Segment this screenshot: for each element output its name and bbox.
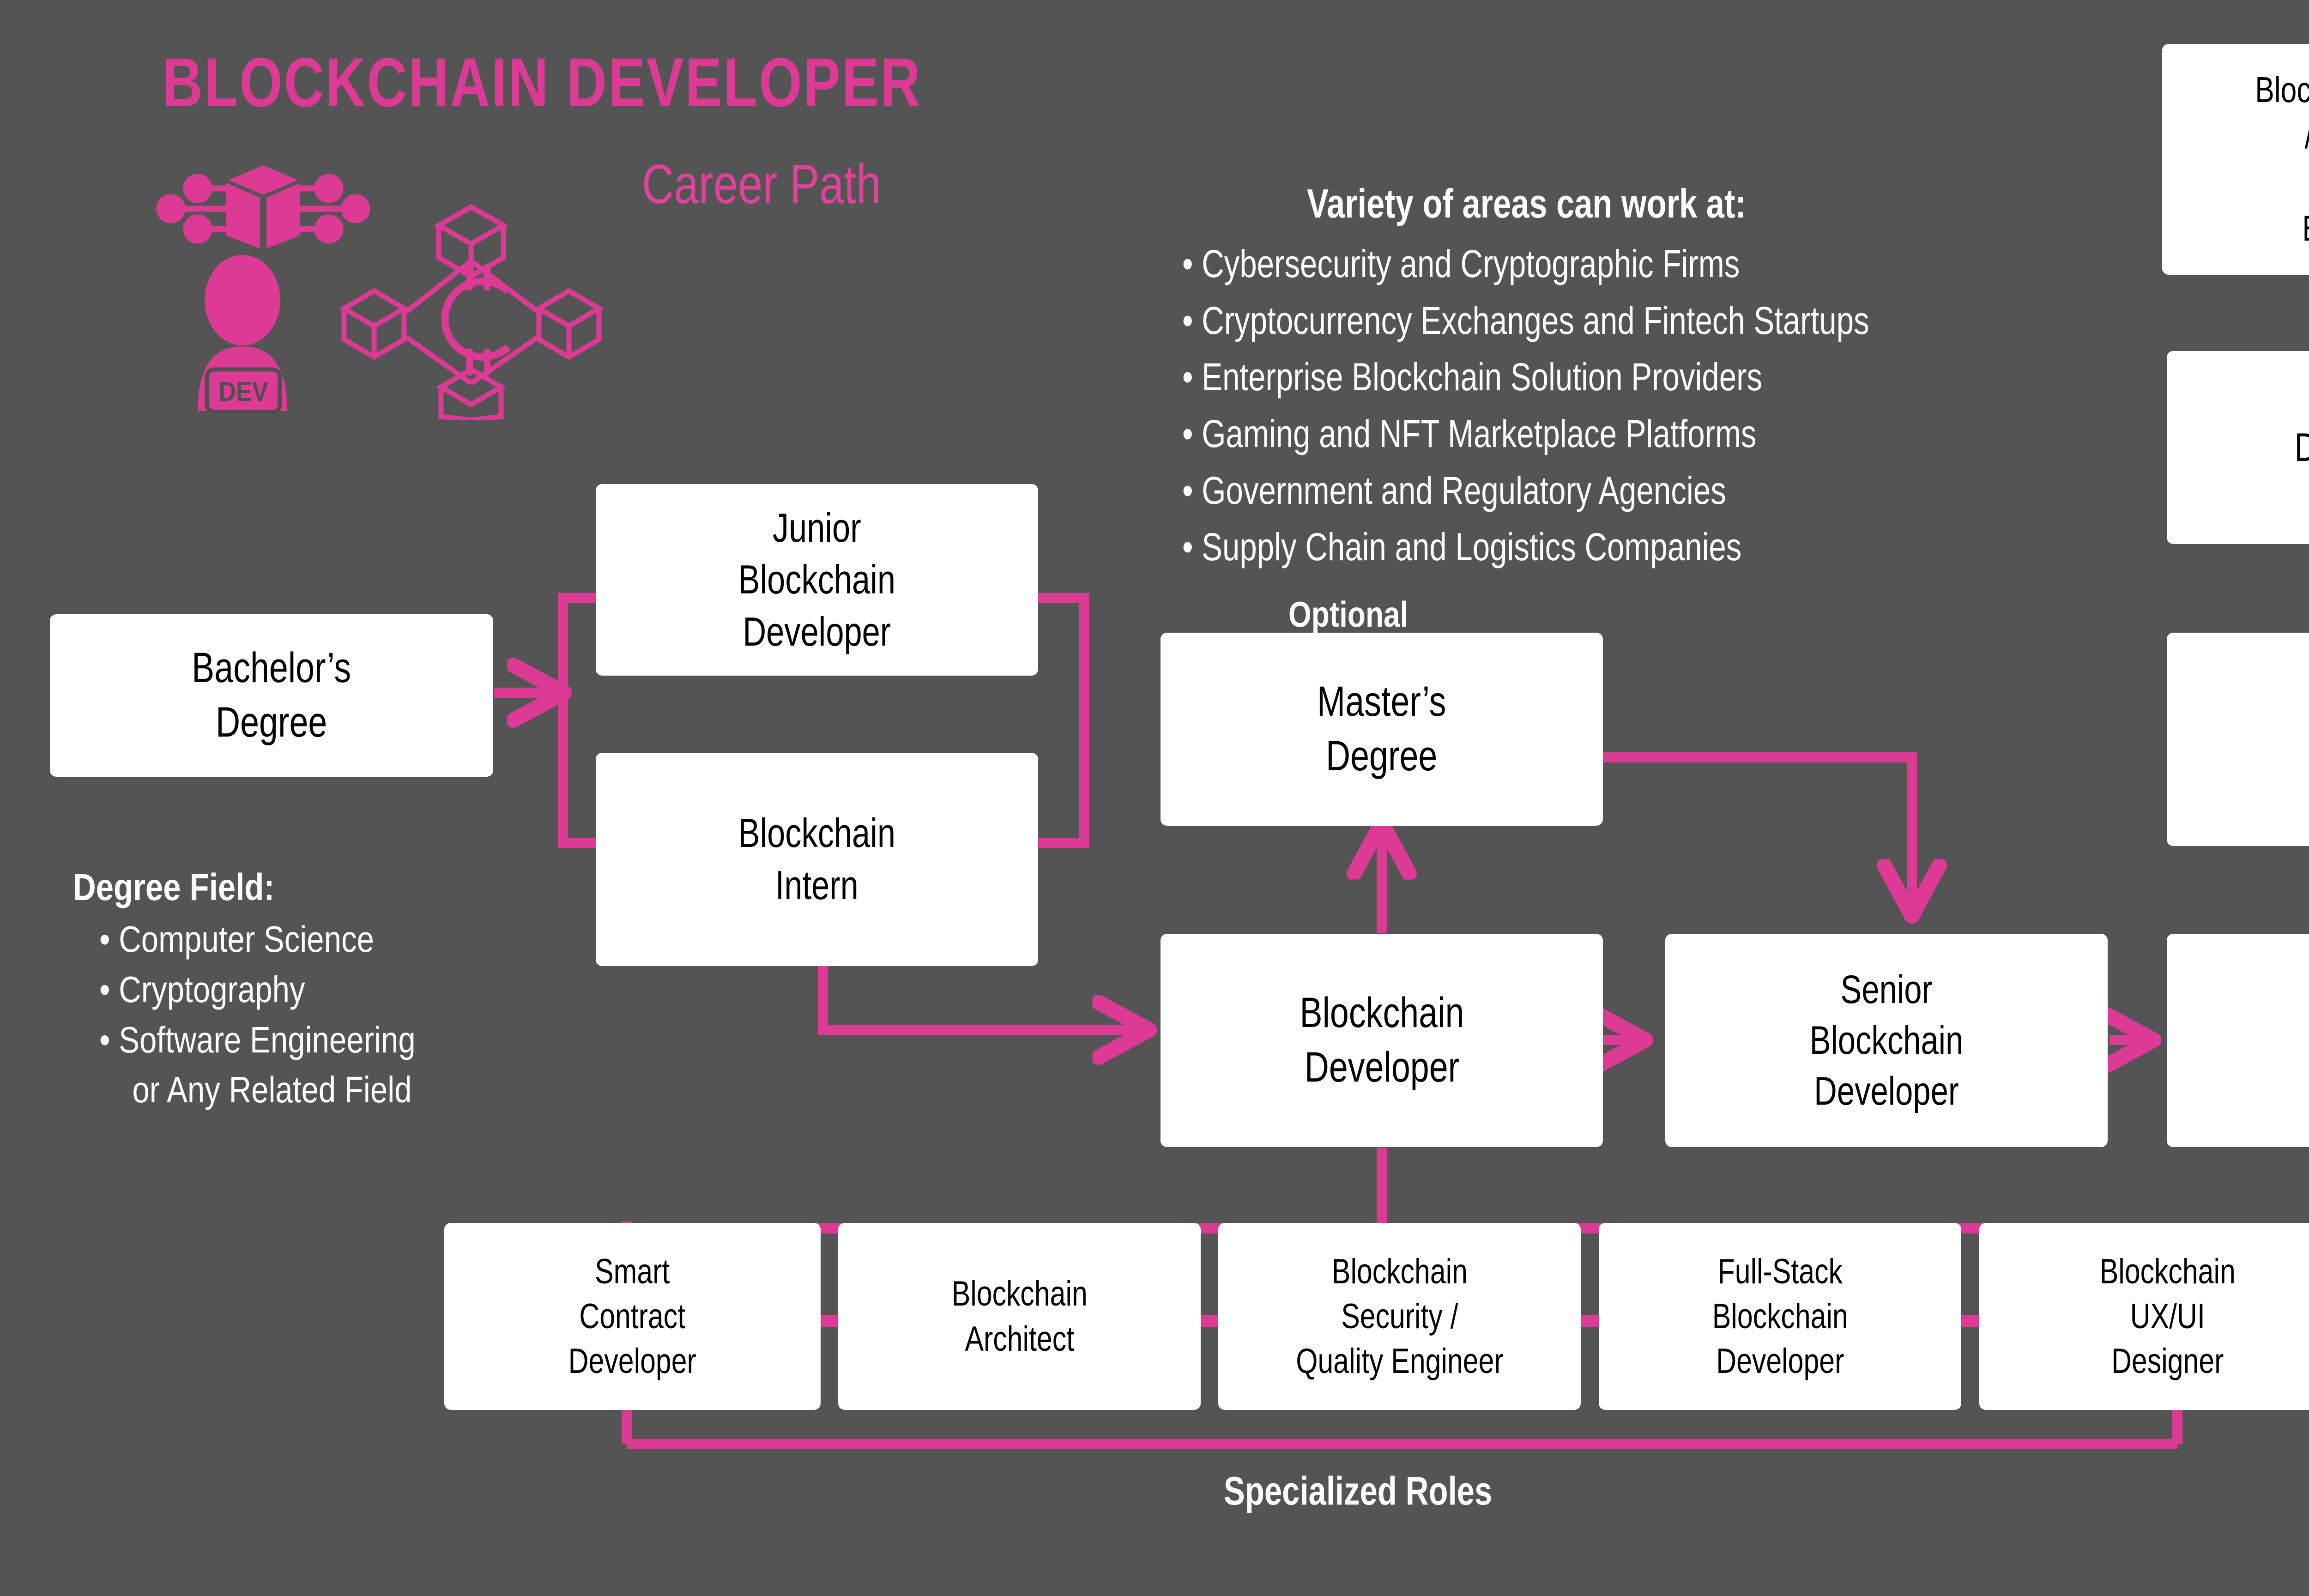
node-blockchain-development-manager[interactable]: Blockchain Development Manager (2167, 351, 2309, 544)
node-label: Smart Contract Developer (568, 1251, 697, 1381)
list-item: Cryptocurrency Exchanges and Fintech Sta… (1182, 292, 2069, 349)
list-item: Government and Regulatory Agencies (1182, 462, 2069, 519)
specialized-roles-label: Specialized Roles (1224, 1469, 1493, 1513)
node-blockchain-director[interactable]: Blockchain Director / Director of Blockc… (2162, 44, 2309, 275)
areas-list: Cybersecurity and Cryptographic Firms Cr… (1182, 236, 2291, 575)
svg-text:DEV: DEV (218, 376, 268, 406)
node-label: Blockchain Architect (951, 1274, 1088, 1359)
node-label: Blockchain Developer (1300, 989, 1464, 1091)
node-label: Blockchain Intern (738, 810, 896, 908)
node-label: Master’s Degree (1317, 678, 1446, 780)
node-bachelors-degree[interactable]: Bachelor’s Degree (50, 614, 493, 777)
node-blockchain-security-quality-engineer[interactable]: Blockchain Security / Quality Engineer (1218, 1223, 1581, 1410)
node-label: Blockchain Security / Quality Engineer (1295, 1251, 1504, 1381)
node-label: Blockchain Development Manager (2294, 371, 2309, 524)
node-label: Junior Blockchain Developer (738, 504, 896, 654)
node-smart-contract-developer[interactable]: Smart Contract Developer (444, 1223, 821, 1410)
node-blockchain-security-specialist[interactable]: Blockchain Security Specialist (2167, 633, 2309, 846)
node-blockchain-developer[interactable]: Blockchain Developer (1161, 934, 1603, 1147)
node-label: Blockchain UX/UI Designer (2099, 1251, 2236, 1381)
node-label: Blockchain Director / Director of Blockc… (2255, 69, 2309, 248)
list-item: Software Engineering (99, 1015, 604, 1065)
list-item: Cybersecurity and Cryptographic Firms (1182, 236, 2069, 292)
node-fullstack-blockchain-developer[interactable]: Full-Stack Blockchain Developer (1599, 1223, 1961, 1410)
list-item: Cryptography (99, 965, 604, 1015)
list-item: Computer Science (99, 914, 604, 965)
degree-field-heading: Degree Field: (73, 866, 275, 908)
node-blockchain-architect[interactable]: Blockchain Architect (838, 1223, 1201, 1410)
node-blockchain-uxui-designer[interactable]: Blockchain UX/UI Designer (1979, 1223, 2309, 1410)
node-label: Bachelor’s Degree (192, 644, 351, 746)
node-senior-blockchain-developer[interactable]: Senior Blockchain Developer (1665, 934, 2108, 1147)
node-masters-degree[interactable]: Master’s Degree (1161, 633, 1603, 826)
list-item: Gaming and NFT Marketplace Platforms (1182, 405, 2069, 462)
node-label: Full-Stack Blockchain Developer (1712, 1251, 1848, 1381)
page-title: BLOCKCHAIN DEVELOPER (163, 43, 922, 121)
areas-heading: Variety of areas can work at: (1307, 181, 1746, 226)
blockchain-developer-icon: DEV (148, 152, 647, 423)
node-blockchain-software-engineer[interactable]: Blockchain Software Engineer (2167, 934, 2309, 1147)
node-blockchain-intern[interactable]: Blockchain Intern (596, 753, 1038, 966)
list-item: Enterprise Blockchain Solution Providers (1182, 349, 2069, 405)
node-label: Senior Blockchain Developer (1809, 967, 1964, 1114)
node-junior-blockchain-developer[interactable]: Junior Blockchain Developer (596, 484, 1038, 676)
degree-field-list: Computer Science Cryptography Software E… (99, 914, 700, 1115)
page-subtitle: Career Path (642, 153, 881, 215)
list-item: Supply Chain and Logistics Companies (1182, 519, 2069, 575)
optional-label: Optional (1288, 594, 1408, 635)
list-item-continuation: or Any Related Field (132, 1069, 412, 1111)
